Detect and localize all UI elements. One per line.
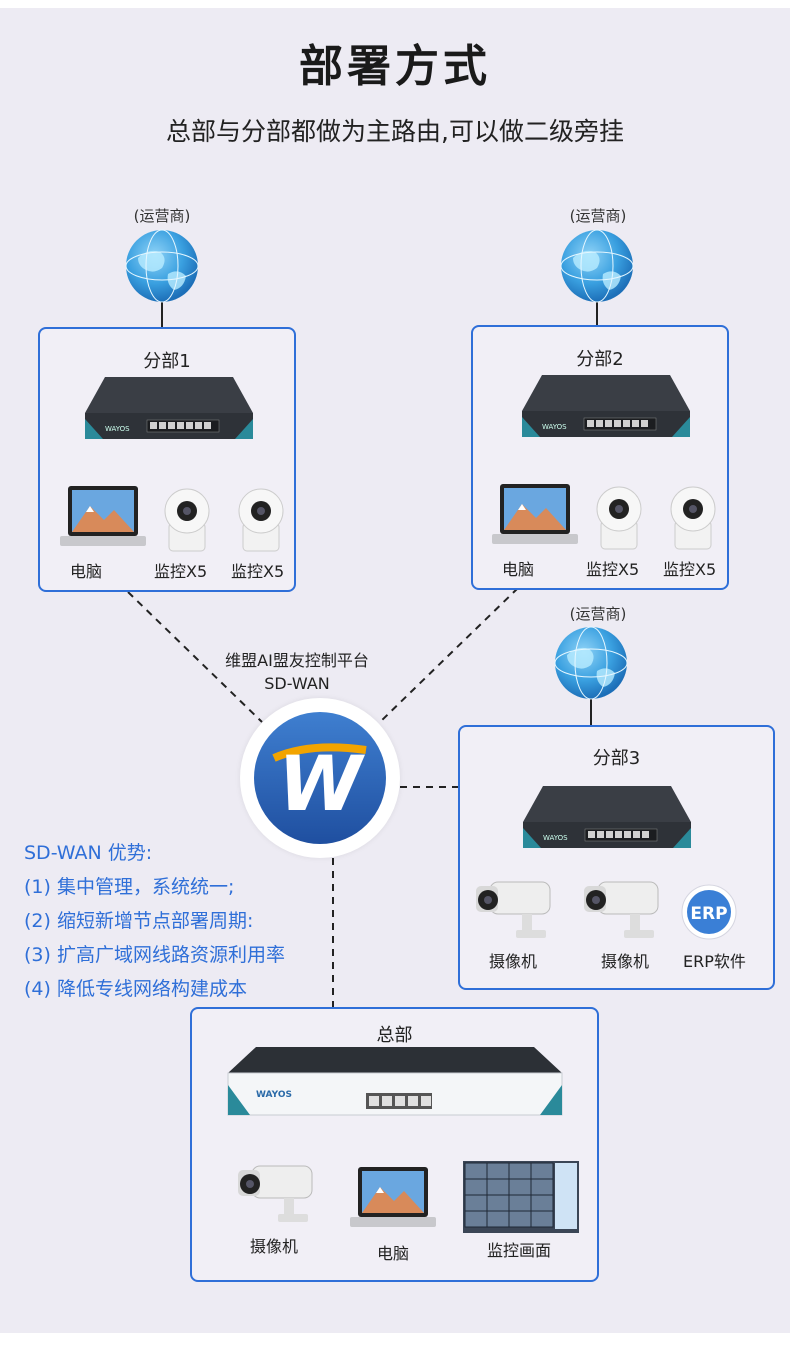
globe-icon bbox=[560, 229, 634, 303]
monitor-wall-icon bbox=[463, 1161, 579, 1233]
device-label: 监控X5 bbox=[154, 562, 208, 581]
device-label: 监控画面 bbox=[487, 1241, 552, 1260]
router-icon: WAYOS bbox=[522, 375, 690, 437]
dome-camera-icon bbox=[670, 486, 716, 550]
advantages-list: SD-WAN 优势: (1) 集中管理，系统统一; (2) 缩短新增节点部署周期… bbox=[24, 836, 285, 1006]
advantage-item: (4) 降低专线网络构建成本 bbox=[24, 978, 247, 1000]
branch3-box: 分部3 bbox=[458, 725, 775, 990]
erp-icon: ERP bbox=[681, 884, 737, 940]
laptop-icon bbox=[60, 486, 146, 546]
hq-title: 总部 bbox=[376, 1025, 413, 1046]
dome-camera-icon bbox=[238, 488, 284, 552]
branch2-title: 分部2 bbox=[576, 349, 624, 370]
globe-icon bbox=[125, 229, 199, 303]
device-label: 摄像机 bbox=[601, 952, 650, 971]
device-label: 摄像机 bbox=[250, 1237, 299, 1256]
advantage-item: (2) 缩短新增节点部署周期: bbox=[24, 910, 254, 932]
carrier-label-2: (运营商) bbox=[569, 207, 627, 225]
platform-logo: W bbox=[240, 698, 400, 858]
branch1-title: 分部1 bbox=[143, 351, 191, 372]
router-icon: WAYOS bbox=[227, 1047, 563, 1116]
router-brand-text: WAYOS bbox=[105, 425, 130, 433]
page-subtitle: 总部与分部都做为主路由,可以做二级旁挂 bbox=[166, 117, 624, 146]
bullet-camera-icon bbox=[238, 1165, 313, 1222]
svg-text:ERP: ERP bbox=[690, 904, 727, 924]
device-label: ERP软件 bbox=[683, 952, 746, 971]
platform-name: 维盟AI盟友控制平台 bbox=[225, 651, 369, 670]
bottom-strip bbox=[0, 1333, 790, 1366]
device-label: 监控X5 bbox=[231, 562, 285, 581]
advantage-item: (3) 扩高广域网线路资源利用率 bbox=[24, 944, 285, 966]
router-brand-text: WAYOS bbox=[256, 1090, 292, 1100]
wayos-logo-icon: W bbox=[254, 712, 386, 844]
router-brand-text: WAYOS bbox=[542, 423, 567, 431]
device-label: 电脑 bbox=[377, 1244, 410, 1263]
device-label: 摄像机 bbox=[489, 952, 538, 971]
device-label: 监控X5 bbox=[586, 560, 640, 579]
dome-camera-icon bbox=[596, 486, 642, 550]
bullet-camera-icon bbox=[584, 881, 659, 938]
dome-camera-icon bbox=[164, 488, 210, 552]
bullet-camera-icon bbox=[476, 881, 551, 938]
router-icon: WAYOS bbox=[85, 377, 253, 439]
page-title: 部署方式 bbox=[299, 41, 491, 92]
laptop-icon bbox=[350, 1167, 436, 1227]
advantages-heading: SD-WAN 优势: bbox=[24, 842, 153, 864]
advantage-item: (1) 集中管理，系统统一; bbox=[24, 876, 235, 898]
device-label: 监控X5 bbox=[663, 560, 717, 579]
carrier-label-3: (运营商) bbox=[569, 605, 627, 623]
platform-sdwan: SD-WAN bbox=[264, 674, 330, 693]
carrier-label-1: (运营商) bbox=[133, 207, 191, 225]
branch3-title: 分部3 bbox=[592, 748, 641, 769]
device-label: 电脑 bbox=[70, 562, 103, 581]
svg-text:W: W bbox=[278, 739, 365, 828]
laptop-icon bbox=[492, 484, 578, 544]
router-icon: WAYOS bbox=[523, 786, 691, 848]
globe-icon bbox=[554, 626, 628, 700]
device-label: 电脑 bbox=[502, 560, 535, 579]
router-brand-text: WAYOS bbox=[543, 834, 568, 842]
